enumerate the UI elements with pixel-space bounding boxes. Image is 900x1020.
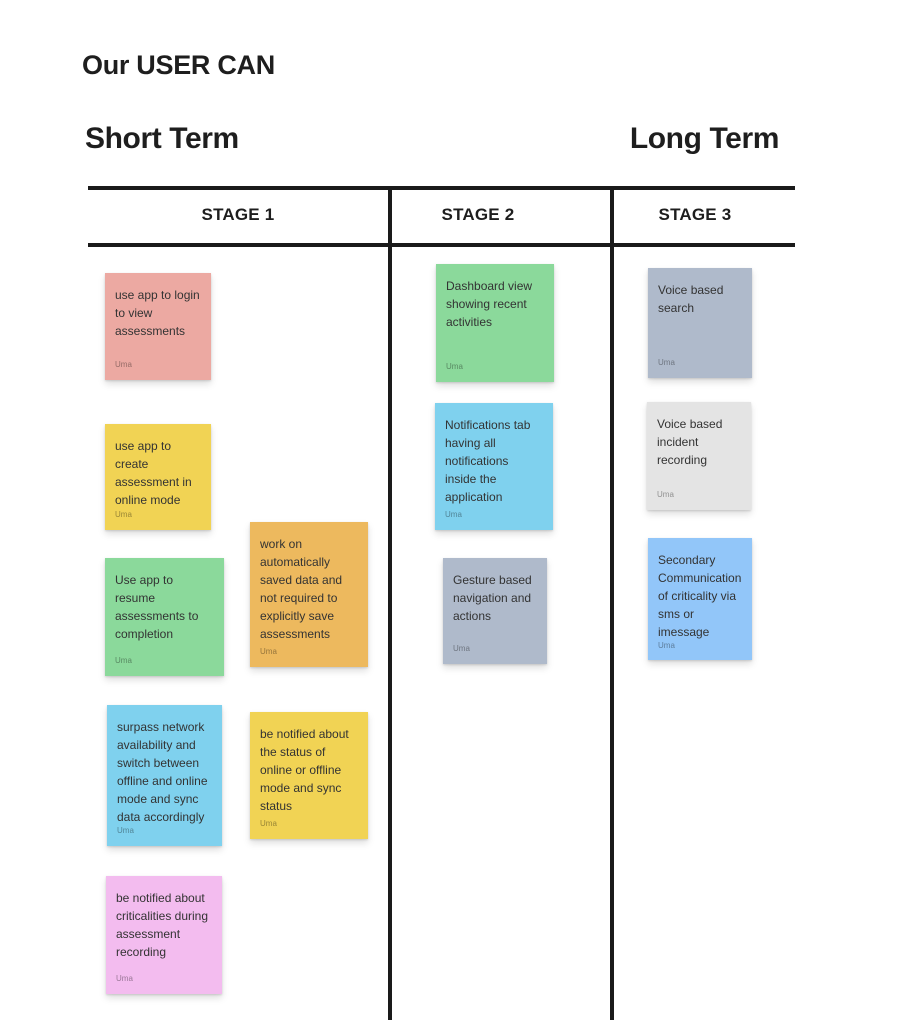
sticky-note[interactable]: use app to login to view assessments Uma: [105, 273, 211, 380]
sticky-note[interactable]: Use app to resume assessments to complet…: [105, 558, 224, 676]
sticky-note[interactable]: be notified about criticalities during a…: [106, 876, 222, 994]
sticky-note-text: work on automatically saved data and not…: [260, 537, 343, 641]
sticky-note-text: surpass network availability and switch …: [117, 720, 208, 824]
stage-divider-line-2: [610, 186, 614, 1020]
sticky-note-author: Uma: [115, 656, 132, 665]
sticky-note-text: Secondary Communication of criticality v…: [658, 553, 742, 639]
sticky-note-text: Use app to resume assessments to complet…: [115, 573, 199, 641]
sticky-note-author: Uma: [658, 358, 675, 367]
sticky-note-text: Notifications tab having all notificatio…: [445, 418, 531, 504]
sticky-note-author: Uma: [117, 826, 134, 835]
stage-1-header: STAGE 1: [201, 205, 275, 224]
sticky-note-author: Uma: [115, 510, 132, 519]
sticky-note-text: use app to login to view assessments: [115, 288, 200, 338]
sticky-note-author: Uma: [657, 490, 674, 499]
long-term-heading: Long Term: [629, 122, 780, 155]
stage-3-header: STAGE 3: [658, 205, 732, 224]
header-top-line: [88, 186, 795, 190]
sticky-note-author: Uma: [658, 641, 675, 650]
sticky-note[interactable]: Secondary Communication of criticality v…: [648, 538, 752, 660]
stage-2-header: STAGE 2: [441, 205, 515, 224]
sticky-note-text: be notified about criticalities during a…: [116, 891, 209, 959]
sticky-note-text: Dashboard view showing recent activities: [446, 279, 533, 329]
sticky-note[interactable]: work on automatically saved data and not…: [250, 522, 368, 667]
board-title: Our USER CAN: [82, 50, 275, 80]
sticky-note-author: Uma: [445, 510, 462, 519]
sticky-note-author: Uma: [260, 819, 277, 828]
sticky-note-author: Uma: [446, 362, 463, 371]
sticky-note[interactable]: Notifications tab having all notificatio…: [435, 403, 553, 530]
short-term-heading: Short Term: [85, 122, 239, 155]
sticky-note-text: be notified about the status of online o…: [260, 727, 349, 813]
sticky-note[interactable]: Voice based search Uma: [648, 268, 752, 378]
sticky-note[interactable]: use app to create assessment in online m…: [105, 424, 211, 530]
sticky-note-author: Uma: [453, 644, 470, 653]
sticky-note-text: use app to create assessment in online m…: [115, 439, 192, 507]
sticky-note[interactable]: Dashboard view showing recent activities…: [436, 264, 554, 382]
stage-divider-line-1: [388, 186, 392, 1020]
sticky-note-text: Voice based search: [658, 283, 724, 315]
sticky-note-text: Gesture based navigation and actions: [453, 573, 532, 623]
sticky-note[interactable]: surpass network availability and switch …: [107, 705, 222, 846]
sticky-note-author: Uma: [115, 360, 132, 369]
sticky-note[interactable]: be notified about the status of online o…: [250, 712, 368, 839]
sticky-note-author: Uma: [260, 647, 277, 656]
sticky-note-text: Voice based incident recording: [657, 417, 723, 467]
sticky-note[interactable]: Voice based incident recording Uma: [647, 402, 751, 510]
sticky-note-author: Uma: [116, 974, 133, 983]
header-bottom-line: [88, 243, 795, 247]
sticky-note[interactable]: Gesture based navigation and actions Uma: [443, 558, 547, 664]
